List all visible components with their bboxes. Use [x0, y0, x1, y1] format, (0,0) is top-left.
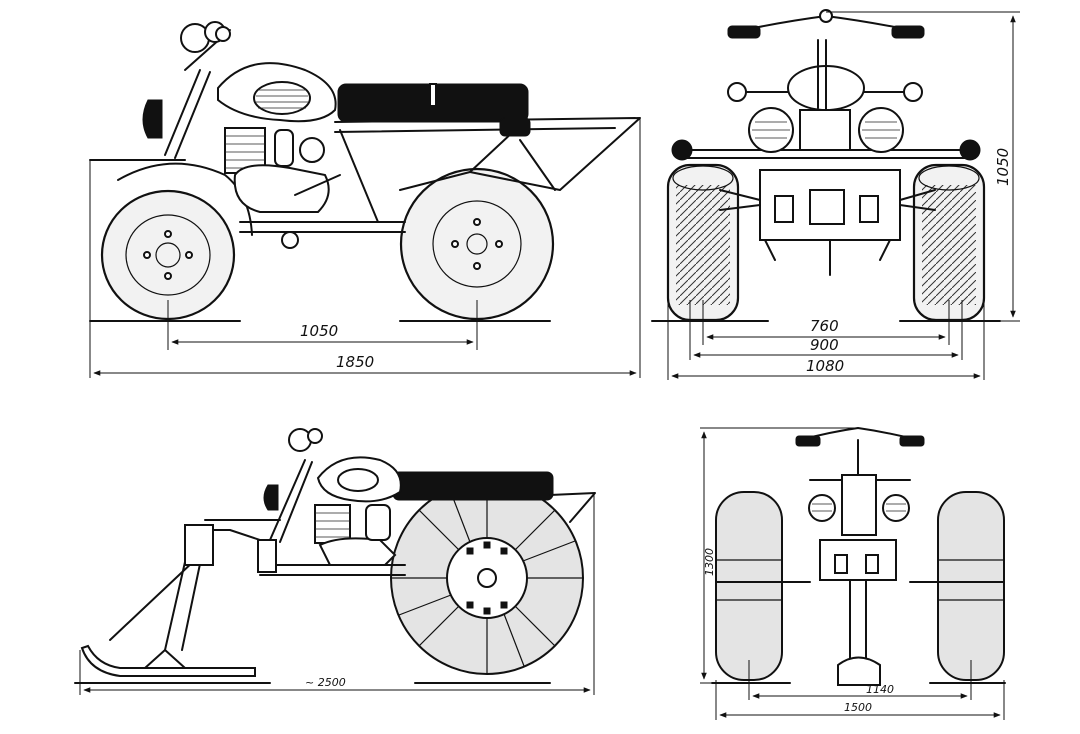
dim-height: 1050 — [994, 148, 1012, 186]
dim-snow-length: ~ 2500 — [305, 676, 346, 689]
dim-length: 1850 — [336, 353, 374, 371]
dim-track-inner: 760 — [810, 317, 839, 335]
front-view-dimensions: 1050 760 900 1080 — [667, 11, 1020, 380]
snow-front-dimensions: 1300 1140 1500 — [700, 427, 1005, 720]
snow-side-dimensions: ~ 2500 — [79, 495, 595, 695]
front-wheel — [100, 189, 236, 321]
front-view-wheeled — [651, 9, 1001, 322]
side-view-wheeled — [89, 21, 641, 322]
side-view-snow — [74, 428, 596, 684]
dim-snow-track: 1140 — [866, 683, 894, 696]
side-view-dimensions: 1050 1850 — [89, 118, 641, 378]
snow-front-left-drum — [715, 491, 811, 681]
snow-front-right-drum — [909, 491, 1005, 681]
front-view-snow — [711, 427, 1006, 686]
front-view-right-wheel — [912, 163, 986, 322]
front-view-left-wheel — [666, 163, 740, 322]
dim-snow-height: 1300 — [703, 548, 716, 576]
rear-wheel — [399, 167, 555, 321]
dim-track: 900 — [810, 336, 839, 354]
dim-width: 1080 — [806, 357, 844, 375]
dim-snow-width: 1500 — [844, 701, 872, 714]
snow-paddle-wheel — [390, 481, 584, 675]
dim-wheelbase: 1050 — [300, 322, 338, 340]
